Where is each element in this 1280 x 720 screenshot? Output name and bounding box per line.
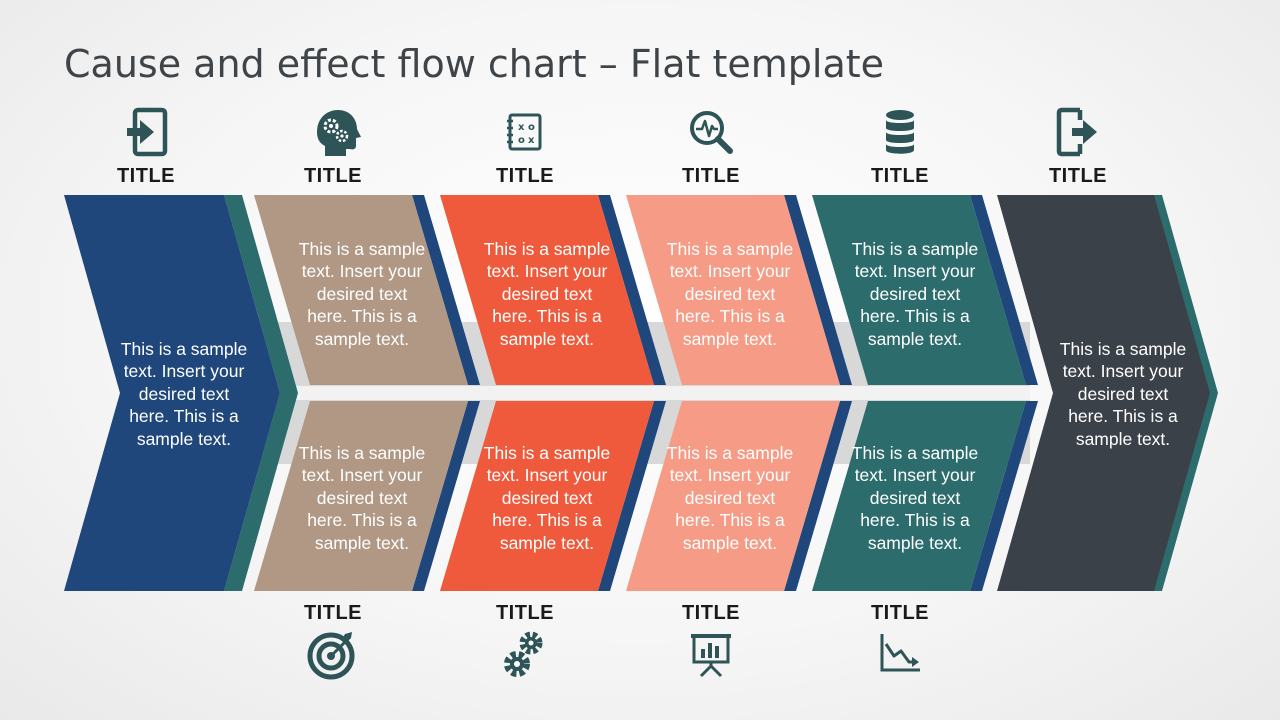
gears-icon — [497, 626, 553, 682]
svg-text:o: o — [528, 122, 535, 133]
bottom-title-3: TITLE — [681, 602, 741, 624]
svg-text:x: x — [528, 135, 535, 146]
top-title-4: TITLE — [681, 165, 741, 187]
effect-chevron — [997, 195, 1210, 591]
svg-text:x: x — [518, 122, 525, 133]
cause-segment — [64, 195, 298, 591]
bottom-branch-3-edge — [784, 401, 852, 591]
bottom-branch-2 — [440, 401, 666, 591]
top-branch-1-edge — [412, 195, 480, 385]
top-branch-4 — [812, 195, 1038, 385]
top-branch-4-text: This is a sample text. Insert your desir… — [851, 238, 979, 349]
bottom-branch-3 — [626, 401, 852, 591]
magnifier-pulse-icon — [683, 104, 739, 160]
bottom-branch-3-shape — [626, 401, 840, 591]
bottom-branch-4-edge — [970, 401, 1038, 591]
slide-title: Cause and effect flow chart – Flat templ… — [64, 42, 885, 86]
bottom-branch-2-shape — [440, 401, 654, 591]
top-branch-4-shape — [812, 195, 1026, 385]
top-branch-2-edge — [598, 195, 666, 385]
top-branch-2-text: This is a sample text. Insert your desir… — [483, 238, 611, 349]
top-title-1: TITLE — [116, 165, 176, 187]
bottom-branch-2-edge — [598, 401, 666, 591]
top-title-6: TITLE — [1048, 165, 1108, 187]
top-branch-3-edge — [784, 195, 852, 385]
presentation-chart-icon — [683, 626, 739, 682]
top-title-2: TITLE — [303, 165, 363, 187]
bottom-branch-1-text: This is a sample text. Insert your desir… — [298, 442, 426, 553]
bottom-title-4: TITLE — [870, 602, 930, 624]
bottom-branch-3-text: This is a sample text. Insert your desir… — [666, 442, 794, 553]
top-branch-1-text: This is a sample text. Insert your desir… — [298, 238, 426, 349]
bottom-title-1: TITLE — [303, 602, 363, 624]
bottom-branch-1-shape — [254, 401, 468, 591]
database-icon — [872, 104, 928, 160]
effect-text: This is a sample text. Insert your desir… — [1059, 338, 1187, 449]
bottom-branch-4-shape — [812, 401, 1026, 591]
top-branch-3 — [626, 195, 852, 385]
top-branch-4-edge — [970, 195, 1038, 385]
bottom-branch-1-edge — [412, 401, 480, 591]
bottom-branch-4 — [812, 401, 1038, 591]
top-branch-1-shape — [254, 195, 468, 385]
svg-text:o: o — [518, 135, 525, 146]
cause-chevron-edge — [224, 195, 298, 591]
exit-icon — [1050, 104, 1106, 160]
top-branch-3-text: This is a sample text. Insert your desir… — [666, 238, 794, 349]
top-title-3: TITLE — [495, 165, 555, 187]
target-icon — [305, 626, 361, 682]
top-branch-2-shape — [440, 195, 654, 385]
top-branch-1 — [254, 195, 480, 385]
decline-chart-icon — [872, 626, 928, 682]
bottom-branch-1 — [254, 401, 480, 591]
bottom-title-2: TITLE — [495, 602, 555, 624]
top-branch-2 — [440, 195, 666, 385]
bottom-branch-2-text: This is a sample text. Insert your desir… — [483, 442, 611, 553]
cause-text: This is a sample text. Insert your desir… — [120, 338, 248, 449]
top-branch-3-shape — [626, 195, 840, 385]
cause-chevron — [64, 195, 280, 591]
effect-segment — [997, 195, 1218, 591]
enter-icon — [118, 104, 174, 160]
top-title-5: TITLE — [870, 165, 930, 187]
bottom-branch-4-text: This is a sample text. Insert your desir… — [851, 442, 979, 553]
spine-center-line — [270, 386, 1030, 400]
strategy-board-icon: x o o x — [497, 104, 553, 160]
brain-gears-icon — [307, 104, 363, 160]
